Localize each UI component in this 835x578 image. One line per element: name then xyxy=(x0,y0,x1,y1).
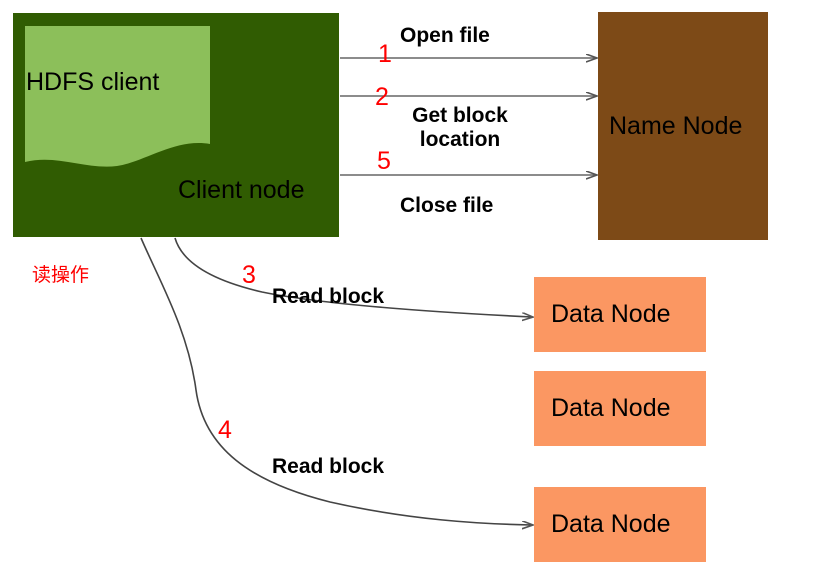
data-node-label-1: Data Node xyxy=(551,300,671,328)
name-node-box[interactable] xyxy=(598,12,768,240)
data-node-box-2[interactable] xyxy=(534,371,706,446)
step-number-2: 2 xyxy=(375,83,389,111)
step-number-4: 4 xyxy=(218,416,232,444)
hdfs-client-label: HDFS client xyxy=(26,68,160,96)
step-number-3: 3 xyxy=(242,261,256,289)
step-number-5: 5 xyxy=(377,147,391,175)
client-node-label: Client node xyxy=(178,176,305,204)
client-node-box[interactable] xyxy=(13,13,339,237)
edge-label-get-block-line2: location xyxy=(419,127,501,151)
edge-label-read-block-1: Read block xyxy=(272,285,385,308)
read-operation-note: 读操作 xyxy=(32,265,90,286)
name-node-label: Name Node xyxy=(609,112,743,140)
data-node-label-2: Data Node xyxy=(551,394,671,422)
edge-label-read-block-2: Read block xyxy=(272,455,385,478)
edge-label-get-block-line1: Get block xyxy=(412,104,508,127)
data-node-box-3[interactable] xyxy=(534,487,706,562)
edge-label-close-file: Close file xyxy=(400,194,494,217)
hdfs-client-document-shape xyxy=(25,26,210,174)
data-node-box-1[interactable] xyxy=(534,277,706,352)
edge-label-open-file: Open file xyxy=(400,24,490,47)
step-number-1: 1 xyxy=(378,40,392,68)
data-node-label-3: Data Node xyxy=(551,510,671,538)
arrow-read-block-2 xyxy=(140,237,532,525)
edge-label-get-block-location: Get block location xyxy=(400,104,520,151)
